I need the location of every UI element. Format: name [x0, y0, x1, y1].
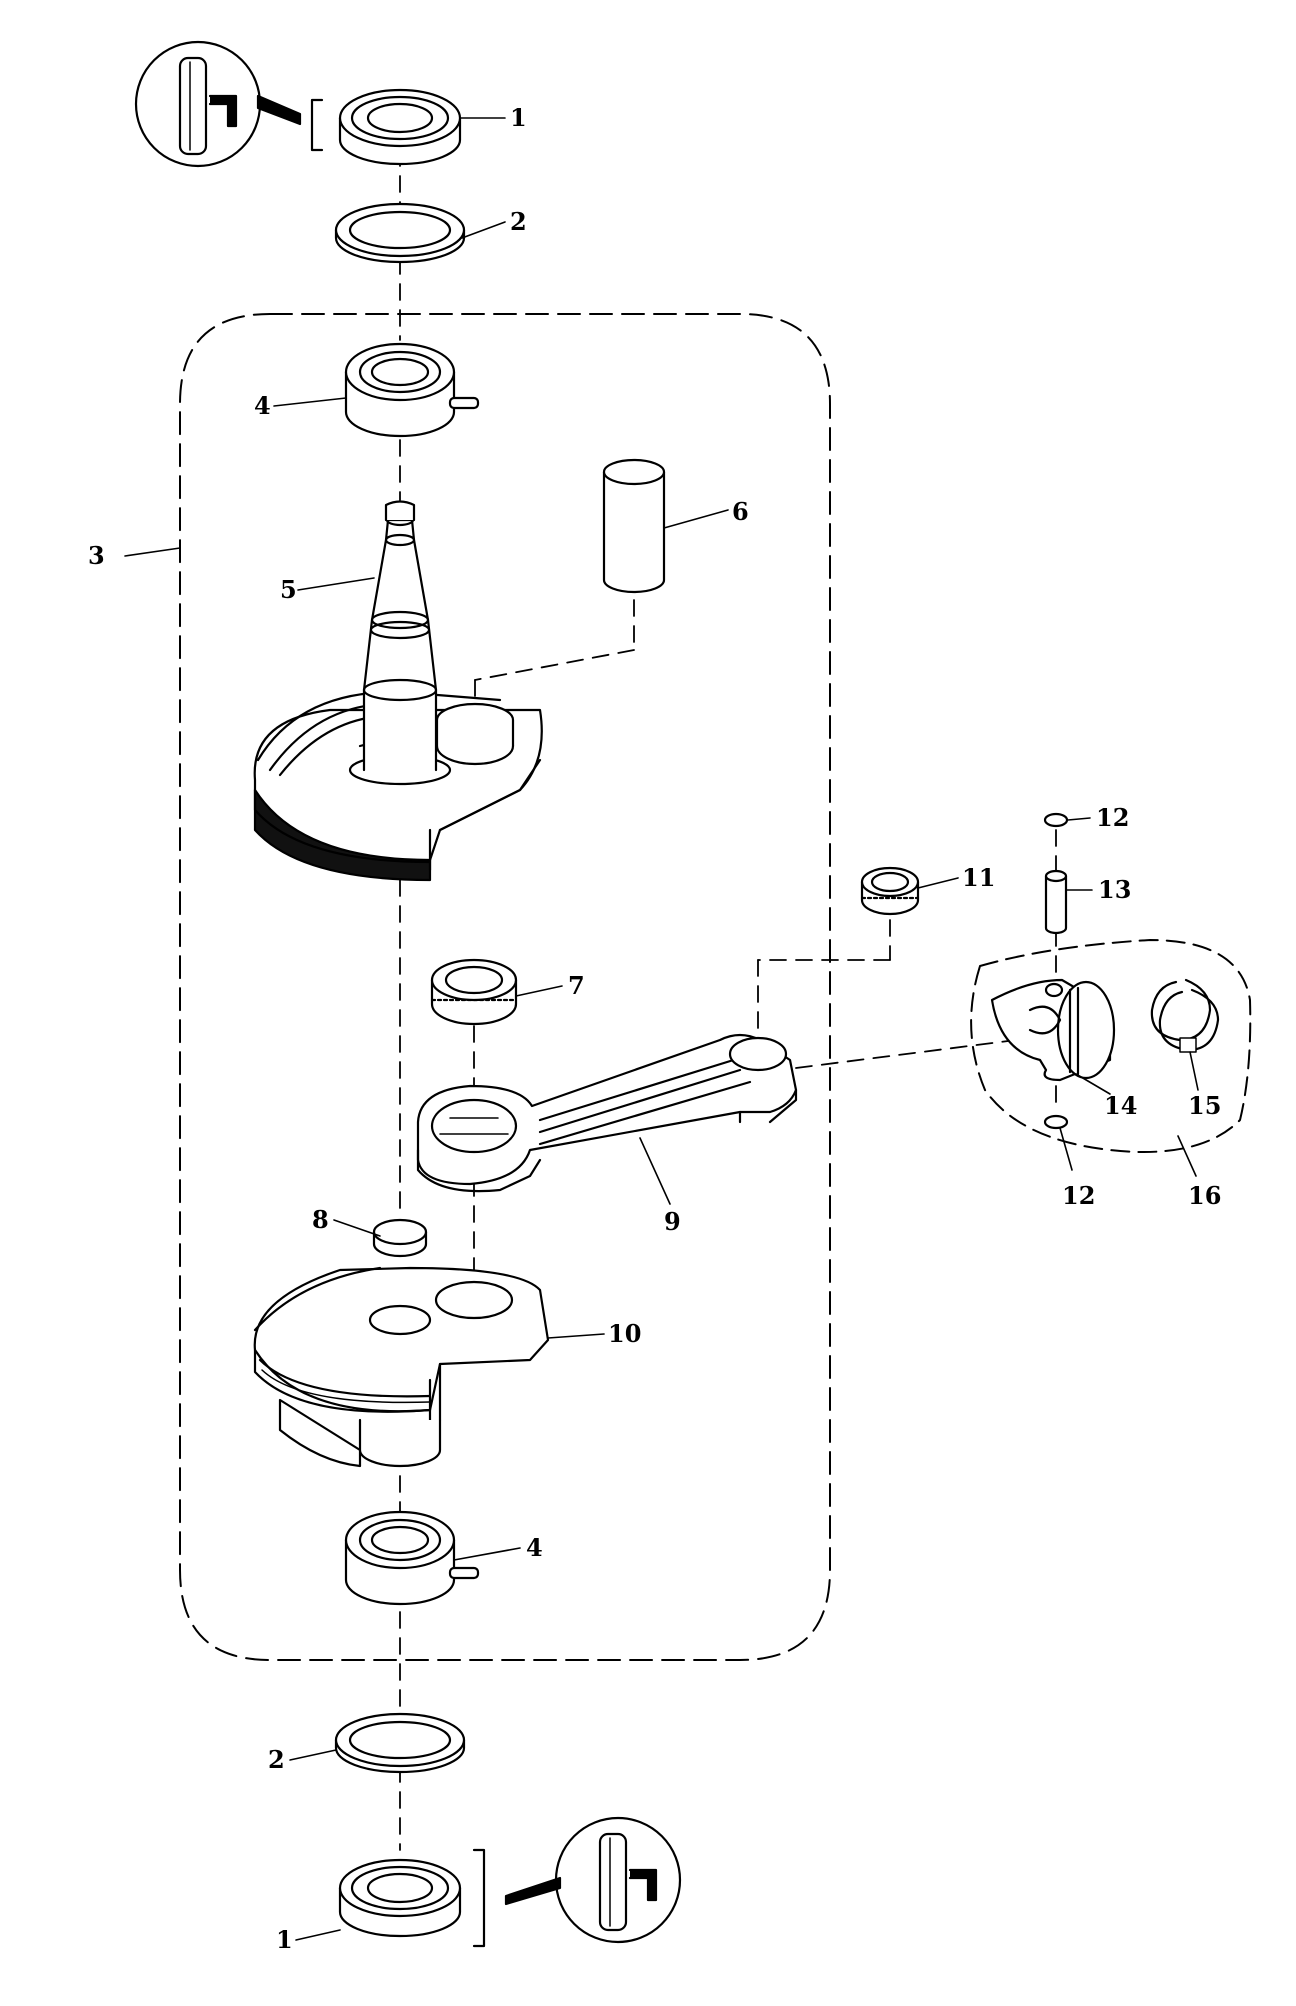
callout-13: 13	[1098, 875, 1131, 904]
callout-15: 15	[1188, 1091, 1221, 1120]
part-13-piston-pin	[1044, 869, 1068, 935]
callout-6: 6	[732, 497, 749, 526]
callout-1-bottom: 1	[276, 1925, 293, 1954]
leader-lines	[124, 117, 1199, 1941]
part-12-circlip-top	[1043, 812, 1069, 828]
callout-10: 10	[608, 1319, 641, 1348]
callout-1-top: 1	[510, 103, 527, 132]
part-2-washer-bottom	[334, 1712, 466, 1774]
callout-2-bottom: 2	[268, 1745, 285, 1774]
part-14-piston	[990, 978, 1116, 1082]
part-6-crank-pin	[602, 458, 666, 594]
callout-labels: 1 2 3 4 5 6 7 8 9 10 11 12 13 14 15 12 1…	[88, 103, 1221, 1954]
grease-gun-icon	[134, 40, 324, 168]
part-2-washer-top	[334, 202, 466, 264]
piston-assembly-outline	[970, 939, 1252, 1153]
callout-7: 7	[568, 971, 585, 1000]
part-7-needle-bearing	[430, 958, 518, 1026]
part-5-crankshaft-upper	[253, 500, 543, 882]
part-12-circlip-bottom	[1043, 1114, 1069, 1130]
callout-4-top: 4	[254, 391, 271, 420]
callout-12-bottom: 12	[1062, 1181, 1095, 1210]
callout-4-bottom: 4	[526, 1533, 543, 1562]
part-4-bearing-bottom	[344, 1510, 480, 1606]
callout-9: 9	[664, 1207, 681, 1236]
part-9-connecting-rod	[416, 1033, 798, 1193]
callout-3: 3	[88, 541, 105, 570]
callout-8: 8	[312, 1205, 329, 1234]
callout-5: 5	[280, 575, 297, 604]
callout-12-top: 12	[1096, 803, 1129, 832]
part-11-needle-bearing	[860, 866, 920, 916]
callout-2-top: 2	[510, 207, 527, 236]
part-8-key	[372, 1218, 428, 1258]
part-1-bearing-bottom	[338, 1858, 462, 1938]
part-10-crankshaft-lower	[253, 1266, 550, 1468]
part-4-bearing-top	[344, 342, 480, 438]
grease-gun-icon	[472, 1816, 682, 1948]
part-15-piston-rings	[1150, 978, 1220, 1053]
part-1-bearing-top	[338, 88, 462, 166]
callout-16: 16	[1188, 1181, 1221, 1210]
callout-11: 11	[962, 863, 995, 892]
callout-14: 14	[1104, 1091, 1137, 1120]
crankshaft-assembly-outline	[179, 313, 831, 1661]
